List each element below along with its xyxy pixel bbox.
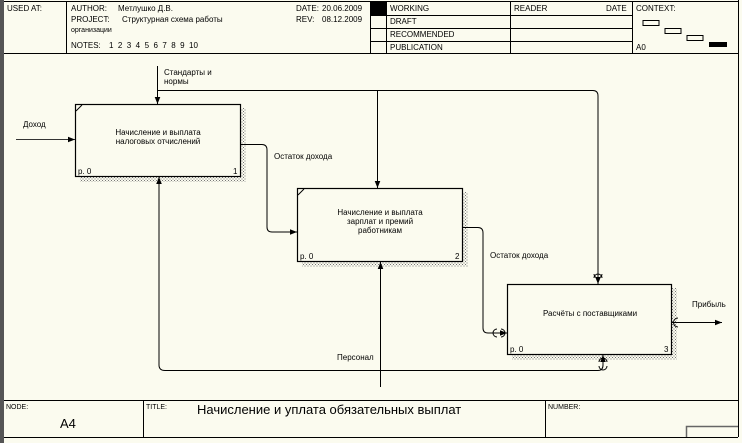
box-1-title-line2: налоговых отчислений bbox=[115, 137, 201, 146]
arrow-remainder-1[interactable] bbox=[241, 144, 297, 235]
project-value-line1: Структурная схема работы bbox=[122, 15, 223, 24]
rev-value: 08.12.2009 bbox=[322, 15, 363, 24]
project-value-line2: организации bbox=[71, 27, 112, 34]
frame-left-border bbox=[0, 0, 4, 443]
diagram-title: Начисление и уплата обязательных выплат bbox=[197, 402, 462, 417]
status-working[interactable]: WORKING bbox=[390, 4, 430, 13]
reader-label: READER bbox=[514, 4, 548, 13]
label-standards-line1: Стандарты и bbox=[164, 68, 212, 77]
status-publication[interactable]: PUBLICATION bbox=[390, 43, 443, 52]
notes-label: NOTES: bbox=[71, 41, 101, 50]
context-box-current bbox=[709, 42, 727, 47]
box-2-title-line1: Начисление и выплата bbox=[337, 208, 423, 217]
page-number-box bbox=[685, 425, 738, 437]
author-value: Метлушко Д.В. bbox=[118, 4, 173, 13]
box-3-ref: р. 0 bbox=[510, 345, 524, 354]
node-value: A4 bbox=[60, 416, 76, 431]
label-staff: Персонал bbox=[337, 353, 374, 362]
arrow-staff-to-box3[interactable] bbox=[380, 355, 604, 371]
context-box-3 bbox=[686, 35, 704, 41]
node-label: NODE: bbox=[6, 404, 29, 411]
arrow-remainder-2[interactable] bbox=[463, 227, 507, 336]
arrow-staff-to-box1[interactable] bbox=[158, 177, 380, 371]
status-recommended[interactable]: RECOMMENDED bbox=[390, 30, 455, 39]
reader-date-label: DATE bbox=[606, 4, 627, 13]
box-1-title-line1: Начисление и выплата bbox=[115, 128, 201, 137]
notes-value[interactable]: 1 2 3 4 5 6 7 8 9 10 bbox=[109, 41, 198, 50]
box-2-shadow bbox=[463, 192, 468, 267]
activity-box-2[interactable] bbox=[296, 187, 464, 263]
number-label: NUMBER: bbox=[548, 404, 581, 411]
date-label: DATE: bbox=[296, 4, 319, 13]
working-status-marker bbox=[371, 2, 386, 15]
project-label: PROJECT: bbox=[71, 15, 110, 24]
date-value: 20.06.2009 bbox=[322, 4, 363, 13]
box-2-title-line2: зарплат и премий bbox=[346, 217, 414, 226]
box-2-ref: р. 0 bbox=[300, 252, 314, 261]
box-1-ref: р. 0 bbox=[78, 167, 92, 176]
box-3-number: 3 bbox=[664, 345, 669, 354]
label-profit: Прибыль bbox=[692, 300, 726, 309]
box-2-title-line3: работникам bbox=[358, 226, 402, 235]
box-3-title-line1: Расчёты с поставщиками bbox=[542, 309, 638, 318]
label-standards-line2: нормы bbox=[164, 77, 189, 86]
context-box-1 bbox=[642, 20, 660, 26]
activity-box-3[interactable] bbox=[506, 283, 673, 356]
box-3-shadow bbox=[672, 288, 677, 360]
arrow-standards-to-box3[interactable] bbox=[158, 90, 599, 281]
label-remainder-1: Остаток дохода bbox=[274, 152, 333, 161]
box-1-number: 1 bbox=[233, 167, 238, 176]
title-label: TITLE: bbox=[146, 404, 168, 411]
rev-label: REV: bbox=[296, 15, 315, 24]
context-node: A0 bbox=[636, 43, 646, 52]
context-box-2 bbox=[664, 28, 682, 34]
used-at-label: USED AT: bbox=[7, 4, 42, 13]
activity-box-1[interactable] bbox=[74, 103, 242, 178]
box-2-number: 2 bbox=[455, 252, 460, 261]
context-label: CONTEXT: bbox=[636, 4, 676, 13]
label-income: Доход bbox=[23, 120, 46, 129]
author-label: AUTHOR: bbox=[71, 4, 107, 13]
label-remainder-2: Остаток дохода bbox=[490, 251, 549, 260]
status-draft[interactable]: DRAFT bbox=[390, 17, 417, 26]
